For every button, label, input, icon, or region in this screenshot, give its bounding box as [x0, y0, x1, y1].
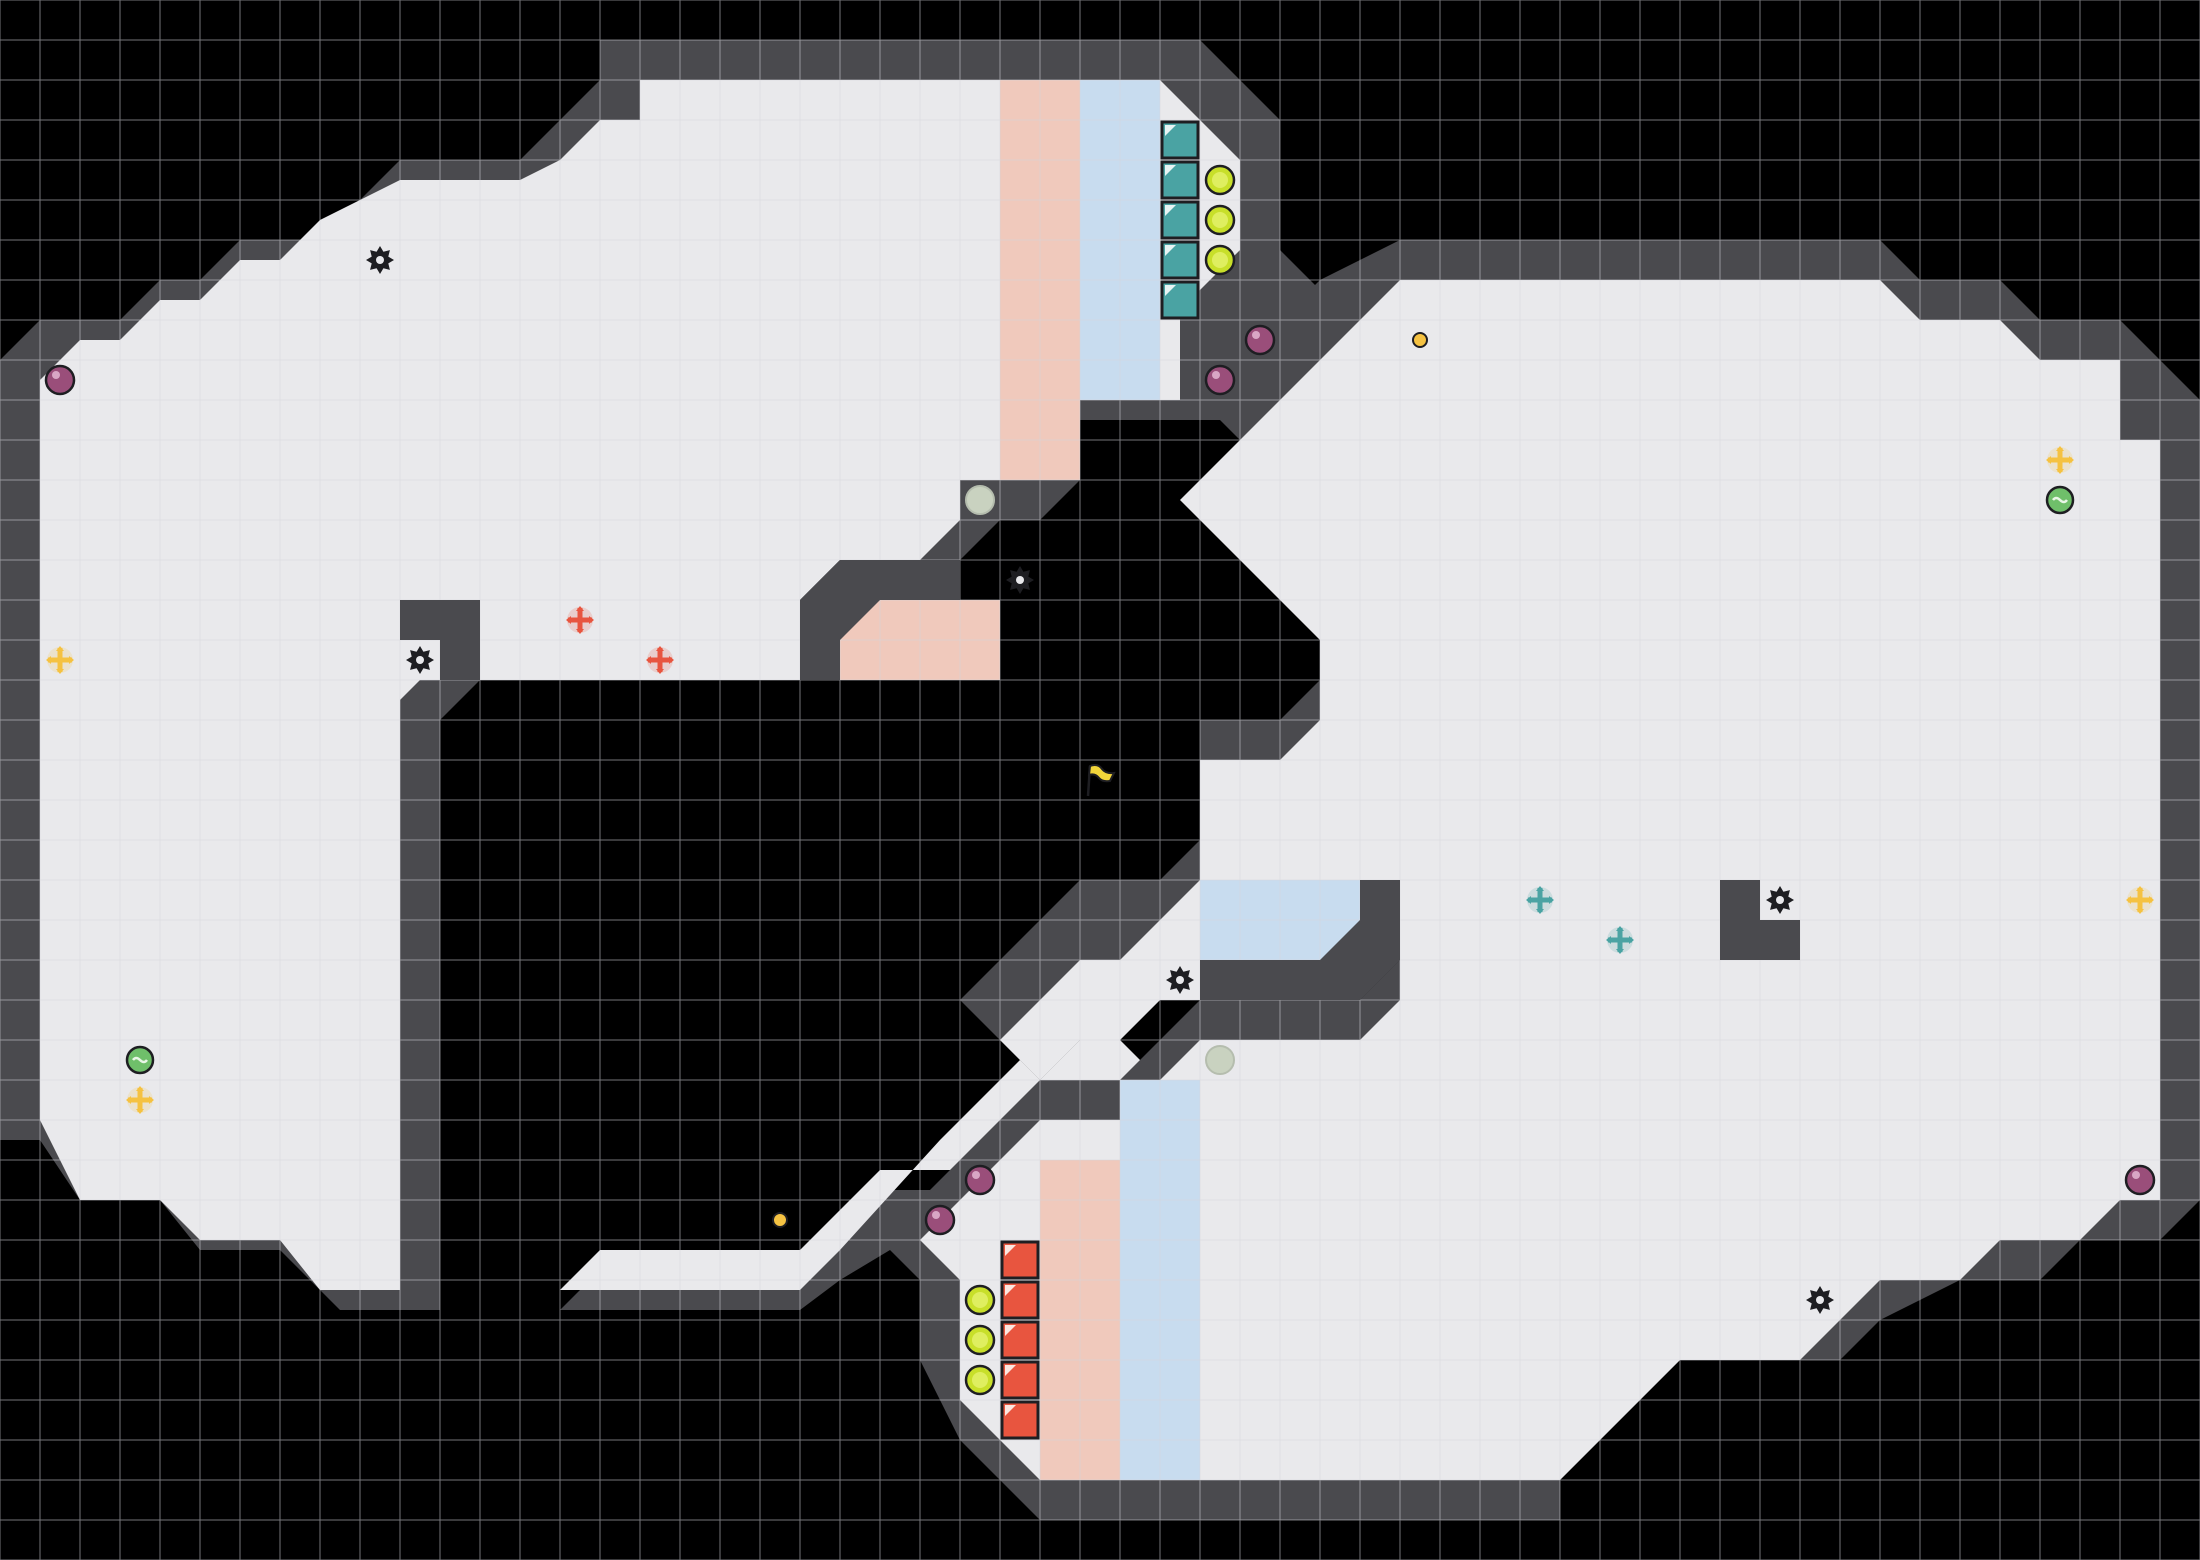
inactive-orb [1205, 1045, 1235, 1075]
teal-block [1160, 200, 1200, 240]
bounce-pad [964, 1364, 996, 1396]
wall-ramp-mid-left [800, 560, 960, 680]
red-block [1000, 1320, 1040, 1360]
red-block [1000, 1240, 1040, 1280]
red-block [1000, 1360, 1040, 1400]
coin-icon [1412, 332, 1428, 348]
spawn-cross-icon [1606, 926, 1634, 954]
bounce-pad [1204, 164, 1236, 196]
red-block [1000, 1400, 1040, 1440]
sawblade-icon [1166, 966, 1194, 994]
purple-orb [1244, 324, 1276, 356]
purple-orb [964, 1164, 996, 1196]
spawn-cross-icon [646, 646, 674, 674]
sawblade-icon [1766, 886, 1794, 914]
wall-layer [400, 560, 1800, 1000]
purple-orb [44, 364, 76, 396]
spawn-cross-icon [2046, 446, 2074, 474]
teal-block [1160, 160, 1200, 200]
bounce-pad [1204, 204, 1236, 236]
object-layer [44, 120, 2156, 1440]
spawn-cross-icon [126, 1086, 154, 1114]
teal-block [1160, 240, 1200, 280]
sawblade-icon [406, 646, 434, 674]
teal-block [1160, 120, 1200, 160]
spawn-cross-icon [2126, 886, 2154, 914]
purple-orb [2124, 1164, 2156, 1196]
flag-icon [1086, 764, 1116, 797]
bounce-pad [1204, 244, 1236, 276]
sawblade-icon [366, 246, 394, 274]
spawn-cross-icon [1526, 886, 1554, 914]
purple-orb [924, 1204, 956, 1236]
wall-bracket-left [400, 600, 480, 680]
wall-ramp-mid-right [1200, 880, 1400, 1000]
spawn-cross-icon [566, 606, 594, 634]
wall-bracket-right [1720, 880, 1800, 960]
green-orb [125, 1045, 155, 1075]
purple-orb [1204, 364, 1236, 396]
bounce-pad [964, 1324, 996, 1356]
spawn-cross-icon [46, 646, 74, 674]
sawblade-icon [1806, 1286, 1834, 1314]
room-left-floor [40, 80, 1240, 1290]
teal-block [1160, 280, 1200, 320]
bounce-pad [964, 1284, 996, 1316]
sawblade-icon [1006, 566, 1034, 594]
green-orb [2045, 485, 2075, 515]
coin-icon [772, 1212, 788, 1228]
inactive-orb [965, 485, 995, 515]
red-block [1000, 1280, 1040, 1320]
